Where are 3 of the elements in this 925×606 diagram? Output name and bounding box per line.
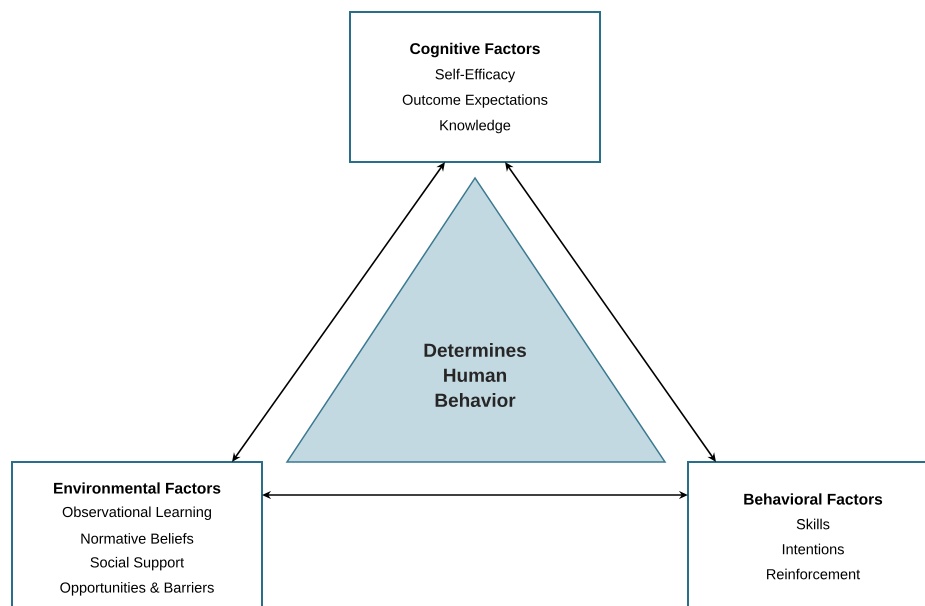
factor-box: Environmental Factors Observational Learning Normative Beliefs Social Support Opportunities & Barriers <box>11 461 263 606</box>
factor-box: Behavioral Factors Skills Intentions Reinforcement <box>687 461 925 606</box>
factor-box: Cognitive Factors Self-Efficacy Outcome Expectations Knowledge <box>349 11 601 163</box>
